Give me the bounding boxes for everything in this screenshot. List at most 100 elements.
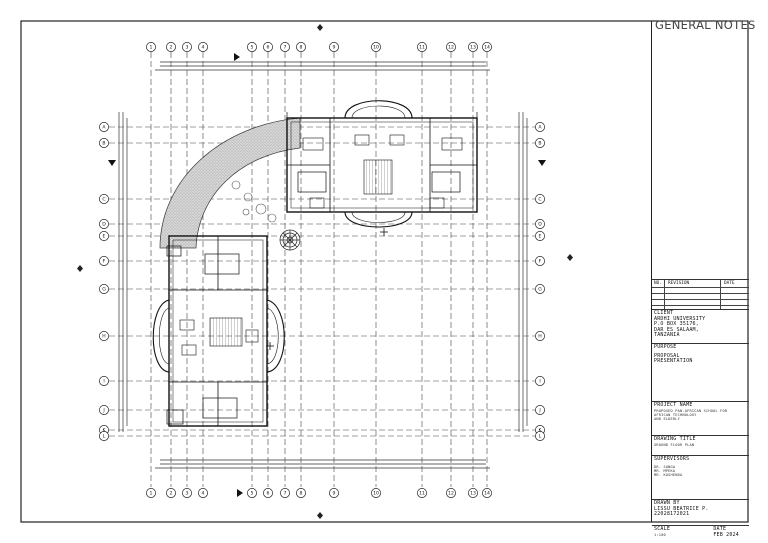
drawing-title-value: GROUND FLOOR PLAN [654, 442, 695, 447]
svg-text:B: B [102, 141, 105, 147]
svg-text:1: 1 [150, 491, 153, 497]
svg-text:F: F [539, 259, 542, 265]
grid-bubble-top: 14 [482, 42, 492, 52]
grid-bubble-left: J [99, 405, 109, 415]
svg-text:12: 12 [448, 491, 454, 497]
grid-bubble-right: F [535, 256, 545, 266]
general-notes-panel: GENERAL NOTES [652, 18, 756, 279]
grid-bubble-right: G [535, 284, 545, 294]
grid-bubble-top: 13 [468, 42, 478, 52]
svg-text:4: 4 [202, 491, 205, 497]
svg-text:I: I [103, 379, 104, 385]
drawn-by-line: 22028172021 [654, 511, 690, 518]
client-label: CLIENT [654, 310, 674, 316]
lower-wing-building [152, 235, 285, 427]
svg-text:H: H [102, 334, 105, 340]
svg-text:1: 1 [150, 45, 153, 51]
grid-bubble-right: A [535, 122, 545, 132]
svg-text:G: G [538, 287, 542, 293]
grid-bubble-left: H [99, 331, 109, 341]
svg-text:13: 13 [470, 45, 476, 51]
supervisor-line: Mr. KASHENDA [654, 473, 683, 477]
grid-bubble-top: 7 [280, 42, 290, 52]
svg-text:D: D [538, 222, 542, 228]
grid-bubble-top: 3 [182, 42, 192, 52]
site-planters [231, 180, 277, 223]
svg-text:2: 2 [170, 45, 173, 51]
grid-bubble-left: C [99, 194, 109, 204]
svg-text:11: 11 [419, 45, 425, 51]
project-name-line: PROPOSED PAN-AFRICAN SCHOOL FOR [654, 408, 728, 413]
svg-text:10: 10 [373, 491, 379, 497]
date-label: DATE [713, 526, 727, 532]
spiral-stair [279, 229, 301, 251]
upper-wing-building [286, 100, 478, 228]
grid-bubble-top: 8 [296, 42, 306, 52]
grid-bubble-left: D [99, 219, 109, 229]
grid-bubble-bottom: 12 [446, 488, 456, 498]
project-name-line: AND ELDERLY [654, 417, 680, 421]
svg-text:8: 8 [300, 491, 303, 497]
grid-bubble-bottom: 7 [280, 488, 290, 498]
grid-bubble-bottom: 4 [198, 488, 208, 498]
svg-text:8: 8 [300, 45, 303, 51]
grid-bubble-top: 9 [329, 42, 339, 52]
revision-no-header: NO. [654, 281, 662, 286]
grid-bubble-left: A [99, 122, 109, 132]
grid-bubble-left: F [99, 256, 109, 266]
revision-table: NO. REVISION DATE [652, 279, 749, 310]
supervisor-line: Mr. MPEKA [654, 468, 676, 473]
purpose-panel: PURPOSE PROPOSAL PRESENTATION [652, 343, 749, 401]
svg-text:J: J [102, 408, 104, 414]
svg-text:9: 9 [333, 45, 336, 51]
drawn-by-label: DRAWN BY [654, 500, 680, 506]
grid-bubble-right: C [535, 194, 545, 204]
svg-text:3: 3 [186, 45, 189, 51]
svg-text:A: A [102, 125, 106, 131]
section-markers [108, 53, 546, 497]
horizontal-grid-lines [109, 126, 535, 437]
scale-date-panel: SCALE 1:100 DATE FEB 2024 [652, 525, 749, 541]
client-line: DAR ES SALAAM, [654, 326, 699, 333]
purpose-label: PURPOSE [654, 344, 677, 350]
svg-text:5: 5 [251, 491, 254, 497]
grid-bubble-right: E [535, 231, 545, 241]
grid-bubble-left: B [99, 138, 109, 148]
svg-text:6: 6 [267, 45, 270, 51]
svg-text:9: 9 [333, 491, 336, 497]
svg-text:10: 10 [373, 45, 379, 51]
svg-text:6: 6 [267, 491, 270, 497]
grid-bubble-top: 4 [198, 42, 208, 52]
svg-text:L: L [103, 434, 106, 440]
revision-date-header: DATE [724, 281, 735, 286]
grid-bubble-bottom: 1 [146, 488, 156, 498]
grid-bubble-top: 11 [417, 42, 427, 52]
drawn-by-line: LISSU BEATRICE P. [654, 505, 709, 512]
sheet-border [20, 20, 749, 523]
grid-bubble-top: 1 [146, 42, 156, 52]
project-name-panel: PROJECT NAME PROPOSED PAN-AFRICAN SCHOOL… [652, 401, 749, 435]
svg-text:B: B [538, 141, 541, 147]
revision-header: REVISION [668, 281, 690, 286]
svg-text:E: E [539, 234, 542, 240]
grid-bubble-bottom: 10 [371, 488, 381, 498]
grid-bubble-top: 2 [166, 42, 176, 52]
grid-bubble-right: H [535, 331, 545, 341]
svg-text:11: 11 [419, 491, 425, 497]
grid-bubble-bottom: 2 [166, 488, 176, 498]
grid-bubble-right: B [535, 138, 545, 148]
grid-bubble-left: E [99, 231, 109, 241]
svg-text:K: K [102, 428, 106, 434]
vertical-grid-lines [150, 52, 488, 487]
drawing-title-label: DRAWING TITLE [654, 436, 696, 442]
client-line: TANZANIA [654, 332, 680, 339]
drawn-by-panel: DRAWN BY LISSU BEATRICE P. 22028172021 [652, 499, 749, 525]
grid-bubble-top: 12 [446, 42, 456, 52]
svg-text:D: D [102, 222, 106, 228]
general-notes-title: GENERAL NOTES [655, 18, 756, 32]
purpose-line: PROPOSAL [654, 352, 680, 359]
supervisors-label: SUPERVISORS [654, 456, 690, 462]
purpose-line: PRESENTATION [654, 358, 693, 365]
